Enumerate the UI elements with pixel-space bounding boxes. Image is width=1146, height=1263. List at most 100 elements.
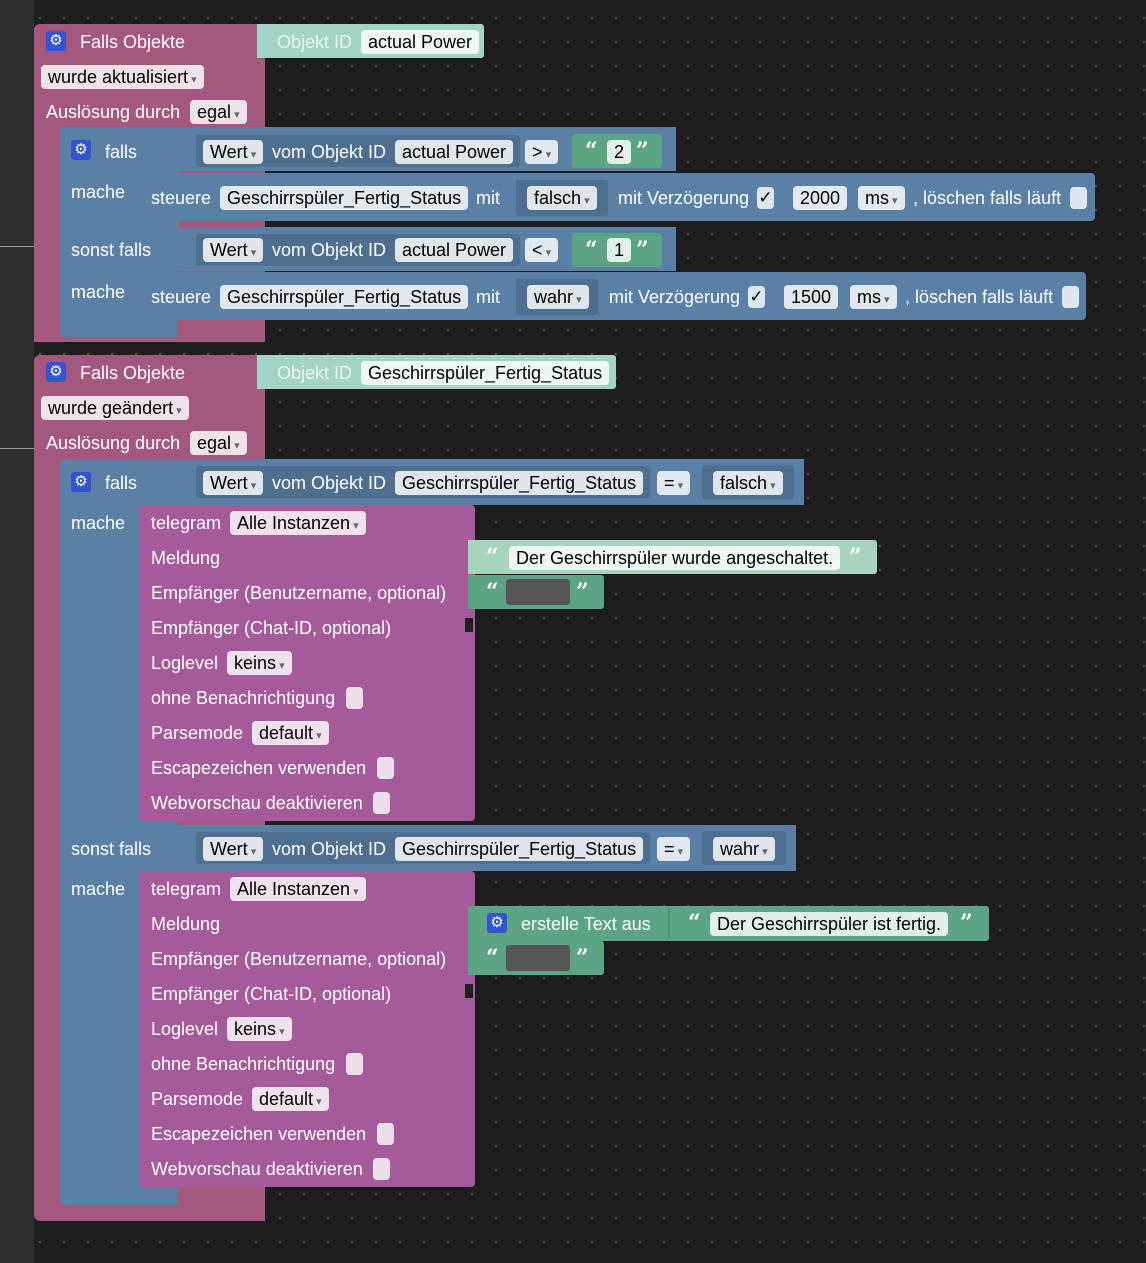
wert-dropdown[interactable]: Wert [203, 140, 264, 164]
quote-close-icon: ” [849, 544, 862, 570]
objekt-id-value[interactable]: actual Power [361, 30, 480, 54]
objekt-id-field[interactable]: Geschirrspüler_Fertig_Status [395, 837, 644, 861]
vom-objekt-label: vom Objekt ID [272, 839, 387, 859]
mache-label: mache [71, 282, 126, 302]
unit-dropdown[interactable]: ms [858, 186, 905, 210]
ausloesung-dropdown[interactable]: egal [190, 100, 247, 124]
telegram-block-2[interactable] [139, 871, 475, 1187]
gear-icon[interactable]: ⚙ [487, 913, 507, 933]
ohne-label: ohne Benachrichtigung [151, 1054, 336, 1074]
bool-dropdown[interactable]: falsch [713, 471, 783, 495]
quote-close-icon: ” [576, 945, 589, 971]
parsemode-dropdown[interactable]: default [252, 1087, 329, 1111]
operator-dropdown[interactable]: = [657, 837, 691, 861]
gear-icon[interactable]: ⚙ [71, 140, 91, 160]
meldung-text[interactable]: Der Geschirrspüler wurde angeschaltet. [509, 546, 841, 570]
empfaenger-chat-label: Empfänger (Chat-ID, optional) [151, 618, 392, 638]
redacted-username[interactable] [506, 579, 570, 605]
ausloesung-label: Auslösung durch [46, 433, 181, 453]
input-notch [465, 984, 473, 998]
quote-open-icon: “ [585, 138, 598, 164]
event-dropdown[interactable]: wurde aktualisiert [41, 65, 204, 89]
text-value[interactable]: 1 [607, 238, 632, 262]
quote-close-icon: ” [576, 579, 589, 605]
webvorschau-label: Webvorschau deaktivieren [151, 1159, 363, 1179]
operator-dropdown[interactable]: = [657, 471, 691, 495]
loglevel-dropdown[interactable]: keins [227, 1017, 292, 1041]
objekt-id-label: Objekt ID [277, 363, 353, 383]
sidebar-divider [0, 246, 34, 247]
objekt-id-field[interactable]: actual Power [395, 140, 514, 164]
bool-dropdown[interactable]: falsch [527, 186, 597, 210]
objekt-id-value[interactable]: Geschirrspüler_Fertig_Status [361, 361, 610, 385]
webvorschau-checkbox[interactable] [373, 1158, 390, 1180]
bool-dropdown[interactable]: wahr [713, 837, 775, 861]
steuere-target[interactable]: Geschirrspüler_Fertig_Status [220, 186, 469, 210]
ohne-checkbox[interactable] [346, 687, 363, 709]
mache-label: mache [71, 879, 126, 899]
ohne-checkbox[interactable] [346, 1053, 363, 1075]
parsemode-dropdown[interactable]: default [252, 721, 329, 745]
verzoegerung-label: mit Verzögerung [609, 287, 741, 307]
telegram-block-1[interactable] [139, 505, 475, 821]
trigger-1-header: Falls Objekte [80, 32, 186, 52]
wert-dropdown[interactable]: Wert [203, 471, 264, 495]
delay-input[interactable]: 2000 [793, 186, 848, 210]
quote-open-icon: “ [585, 237, 598, 263]
falls-label: falls [105, 142, 138, 162]
parsemode-label: Parsemode [151, 723, 244, 743]
loeschen-label: , löschen falls läuft [905, 287, 1054, 307]
input-notch [465, 618, 473, 632]
loglevel-label: Loglevel [151, 653, 219, 673]
objekt-id-field[interactable]: Geschirrspüler_Fertig_Status [395, 471, 644, 495]
verzoegerung-checkbox[interactable]: ✓ [748, 286, 765, 308]
escape-checkbox[interactable] [377, 1123, 394, 1145]
escape-label: Escapezeichen verwenden [151, 758, 367, 778]
mit-label: mit [476, 188, 500, 208]
workspace-sidebar [0, 0, 34, 1263]
mache-label: mache [71, 513, 126, 533]
verzoegerung-checkbox[interactable]: ✓ [757, 187, 774, 209]
instanz-dropdown[interactable]: Alle Instanzen [230, 511, 366, 535]
text-value[interactable]: 2 [607, 140, 632, 164]
redacted-username[interactable] [506, 945, 570, 971]
wert-dropdown[interactable]: Wert [203, 837, 264, 861]
quote-close-icon: ” [960, 910, 973, 936]
operator-dropdown[interactable]: < [525, 238, 559, 262]
bool-dropdown[interactable]: wahr [527, 285, 589, 309]
sonst-falls-label: sonst falls [71, 240, 152, 260]
sidebar-divider [0, 448, 34, 449]
gear-icon[interactable]: ⚙ [46, 362, 66, 382]
empfaenger-chat-label: Empfänger (Chat-ID, optional) [151, 984, 392, 1004]
meldung-label: Meldung [151, 914, 221, 934]
loeschen-checkbox[interactable] [1062, 286, 1079, 308]
objekt-id-field[interactable]: actual Power [395, 238, 514, 262]
steuere-target[interactable]: Geschirrspüler_Fertig_Status [220, 285, 469, 309]
gear-icon[interactable]: ⚙ [46, 31, 66, 51]
quote-close-icon: ” [636, 138, 649, 164]
telegram-label: telegram [151, 879, 222, 899]
unit-dropdown[interactable]: ms [850, 285, 897, 309]
erstelle-label: erstelle Text aus [521, 914, 651, 934]
webvorschau-checkbox[interactable] [373, 792, 390, 814]
meldung-text[interactable]: Der Geschirrspüler ist fertig. [710, 912, 949, 936]
empfaenger-user-label: Empfänger (Benutzername, optional) [151, 583, 447, 603]
delay-input[interactable]: 1500 [784, 285, 839, 309]
quote-open-icon: “ [688, 910, 701, 936]
event-dropdown[interactable]: wurde geändert [41, 396, 189, 420]
vom-objekt-label: vom Objekt ID [272, 240, 387, 260]
wert-dropdown[interactable]: Wert [203, 238, 264, 262]
telegram-label: telegram [151, 513, 222, 533]
ausloesung-dropdown[interactable]: egal [190, 431, 247, 455]
loeschen-checkbox[interactable] [1070, 187, 1087, 209]
verzoegerung-label: mit Verzögerung [618, 188, 750, 208]
instanz-dropdown[interactable]: Alle Instanzen [230, 877, 366, 901]
quote-open-icon: “ [486, 544, 499, 570]
escape-checkbox[interactable] [377, 757, 394, 779]
empfaenger-user-label: Empfänger (Benutzername, optional) [151, 949, 447, 969]
webvorschau-label: Webvorschau deaktivieren [151, 793, 363, 813]
loglevel-dropdown[interactable]: keins [227, 651, 292, 675]
gear-icon[interactable]: ⚙ [71, 472, 91, 492]
mit-label: mit [476, 287, 500, 307]
operator-dropdown[interactable]: > [525, 140, 559, 164]
